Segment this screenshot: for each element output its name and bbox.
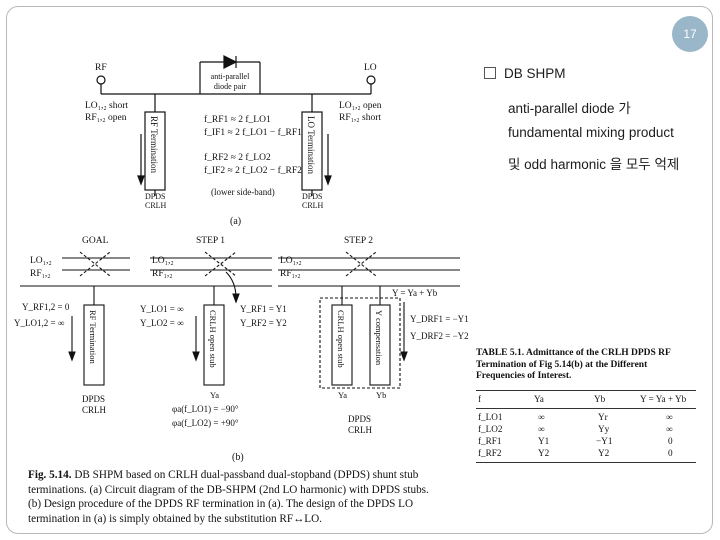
step1-rf12: RF₁,₂ [152, 269, 173, 279]
freq-rf1: f_RF1 ≈ 2 f_LO1 [204, 114, 271, 125]
table-cell: 0 [668, 436, 673, 446]
goal-ylo12: Y_LO1,2 = ∞ [14, 318, 64, 328]
rf-termination-label: RF Termination [149, 116, 159, 173]
crlh-right: CRLH [302, 201, 324, 210]
phi-lo1: φa(f_LO1) = −90° [172, 404, 239, 414]
table-rule-bottom [476, 462, 696, 463]
goal-rf12: RF₁,₂ [30, 269, 51, 279]
table-cell: Y1 [538, 436, 550, 446]
right-short-label: RF₁,₂ short [339, 113, 381, 123]
freq-rf2: f_RF2 ≈ 2 f_LO2 [204, 152, 271, 163]
step1-label: STEP 1 [196, 236, 225, 246]
table-cell: f_LO1 [478, 412, 503, 422]
caption-line-1: Fig. 5.14. DB SHPM based on CRLH dual-pa… [28, 468, 458, 483]
lower-sideband-label: (lower side-band) [211, 187, 275, 197]
table-cell: ∞ [538, 424, 545, 434]
table-cell: Y2 [598, 448, 610, 458]
step1-ya: Ya [210, 390, 219, 400]
bullet-line-3: fundamental mixing product [508, 125, 674, 140]
freq-if2: f_IF2 ≈ 2 f_LO2 − f_RF2 [204, 165, 302, 176]
bullet-line-2: anti-parallel diode 가 [508, 101, 631, 116]
dpds-right: DPDS [302, 192, 322, 201]
goal-yrf12: Y_RF1,2 = 0 [22, 302, 70, 312]
step1-lo12: LO₁,₂ [152, 256, 174, 266]
caption-line-2: terminations. (a) Circuit diagram of the… [28, 483, 429, 496]
step1-yrf1: Y_RF1 = Y1 [240, 304, 287, 314]
caption-fig-label: Fig. 5.14. [28, 469, 72, 481]
step2-y-eq: Y = Ya + Yb [392, 288, 438, 298]
table-cell: f_RF2 [478, 448, 502, 458]
goal-label: GOAL [82, 236, 109, 246]
lo-port-label: LO [364, 63, 377, 73]
bullet-item-1: DB SHPM [484, 66, 566, 81]
crlh-left: CRLH [145, 201, 167, 210]
caption-line-4: termination in (a) is simply obtained by… [28, 512, 322, 525]
table-header-f: f [478, 394, 482, 404]
dpds-left: DPDS [145, 192, 165, 201]
caption-b: (b) [232, 452, 244, 463]
page-number: 17 [683, 27, 697, 41]
step2-label: STEP 2 [344, 236, 373, 246]
table-cell: f_RF1 [478, 436, 502, 446]
table-cell: Yy [598, 424, 610, 434]
table-cell: 0 [668, 448, 673, 458]
phi-lo2: φa(f_LO2) = +90° [172, 418, 239, 428]
table-rule-top [476, 390, 696, 391]
left-short-label: LO₁,₂ short [85, 101, 128, 111]
figure-b [20, 251, 460, 389]
left-open-label: RF₁,₂ open [85, 113, 127, 123]
goal-rf-termination: RF Termination [88, 310, 98, 365]
step2-lo12: LO₁,₂ [280, 256, 302, 266]
table-header-y: Y = Ya + Yb [640, 394, 687, 404]
goal-dpds: DPDS [82, 394, 105, 404]
table-cell: −Y1 [596, 436, 613, 446]
table-cell: f_LO2 [478, 424, 503, 434]
goal-lo12: LO₁,₂ [30, 256, 52, 266]
bullet-text-1: DB SHPM [504, 66, 566, 81]
step2-yb: Yb [376, 390, 386, 400]
admittance-table: TABLE 5.1. Admittance of the CRLH DPDS R… [476, 348, 712, 463]
table-cell: ∞ [666, 424, 673, 434]
right-open-label: LO₁,₂ open [339, 101, 382, 111]
figure-a [96, 55, 376, 196]
table-cell: Y2 [538, 448, 550, 458]
table-cell: Yr [598, 412, 608, 422]
step1-ylo1: Y_LO1 = ∞ [140, 304, 184, 314]
step1-crlh-open-stub: CRLH open stub [208, 310, 218, 368]
figure-caption: Fig. 5.14. DB SHPM based on CRLH dual-pa… [28, 468, 458, 526]
table-header-ya: Ya [534, 394, 544, 404]
table-cell: ∞ [666, 412, 673, 422]
caption-a: (a) [230, 216, 241, 227]
bullet-square-icon [484, 67, 496, 79]
table-cell: ∞ [538, 412, 545, 422]
caption-text-1: DB SHPM based on CRLH dual-passband dual… [74, 469, 419, 481]
step2-ydrf1: Y_DRF1 = −Y1 [410, 314, 469, 324]
figure-a-labels: RF LO anti-parallel diode pair LO₁,₂ sho… [85, 63, 382, 227]
table-title-3: Frequencies of Interest. [476, 371, 572, 381]
step2-ya: Ya [338, 390, 347, 400]
table-header-yb: Yb [594, 394, 606, 404]
step1-ylo2: Y_LO2 = ∞ [140, 318, 184, 328]
rf-port-label: RF [95, 63, 107, 73]
goal-crlh: CRLH [82, 405, 107, 415]
table-title-2: Termination of Fig 5.14(b) at the Differ… [476, 359, 648, 370]
step2-crlh: CRLH [348, 425, 373, 435]
step2-crlh-open-stub: CRLH open stub [336, 310, 346, 368]
page-number-badge: 17 [672, 16, 708, 52]
step1-yrf2: Y_RF2 = Y2 [240, 318, 287, 328]
table-title-1: TABLE 5.1. Admittance of the CRLH DPDS R… [476, 348, 671, 358]
step2-ydrf2: Y_DRF2 = −Y2 [410, 331, 469, 341]
table-rule-mid [476, 408, 696, 409]
lo-termination-label: LO Termination [306, 116, 316, 174]
step2-y-compensation: Y compensation [374, 310, 384, 366]
freq-if1: f_IF1 ≈ 2 f_LO1 − f_RF1 [204, 127, 302, 138]
figure-b-labels: GOAL STEP 1 STEP 2 LO₁,₂ RF₁,₂ LO₁,₂ RF₁… [14, 236, 469, 463]
step2-rf12: RF₁,₂ [280, 269, 301, 279]
bullet-line-4: 및 odd harmonic 을 모두 억제 [508, 157, 680, 172]
diode-label-1: anti-parallel [211, 72, 250, 81]
diode-label-2: diode pair [214, 82, 247, 91]
caption-line-3: (b) Design procedure of the DPDS RF term… [28, 498, 414, 510]
step2-dpds: DPDS [348, 414, 371, 424]
